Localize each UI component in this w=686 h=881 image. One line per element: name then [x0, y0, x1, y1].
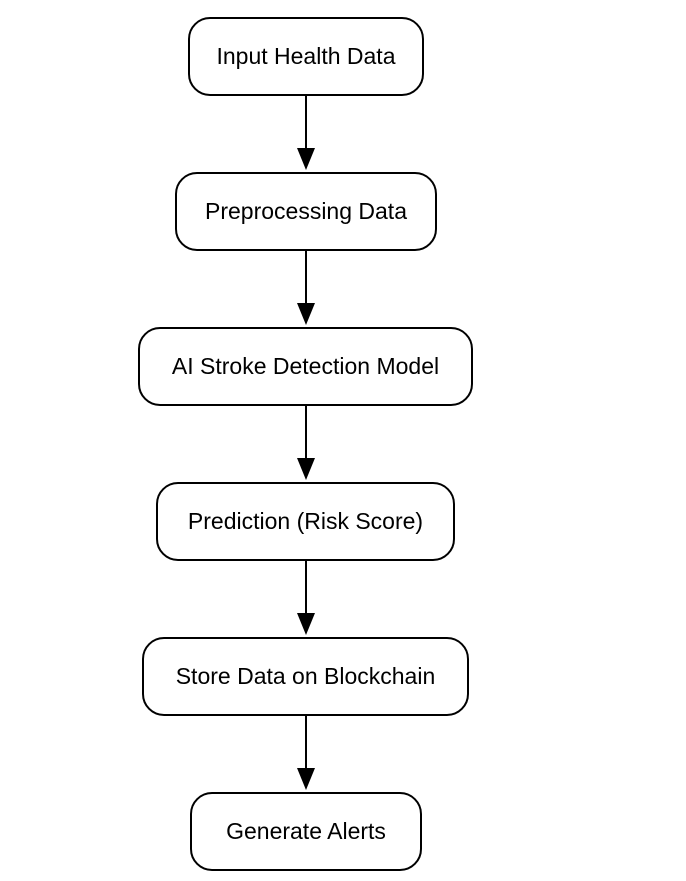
node-label: Prediction (Risk Score) [187, 508, 424, 534]
node-store-data-on-blockchain: Store Data on Blockchain [142, 637, 469, 716]
node-input-health-data: Input Health Data [188, 17, 424, 96]
node-prediction-risk-score: Prediction (Risk Score) [156, 482, 455, 561]
node-label: Input Health Data [216, 43, 396, 69]
arrow-preprocessing-to-model [297, 251, 315, 325]
arrow-model-to-prediction [297, 406, 315, 480]
arrow-prediction-to-blockchain [297, 561, 315, 635]
node-preprocessing-data: Preprocessing Data [175, 172, 437, 251]
arrow-blockchain-to-alerts [297, 716, 315, 790]
node-generate-alerts: Generate Alerts [190, 792, 422, 871]
node-ai-stroke-detection-model: AI Stroke Detection Model [138, 327, 473, 406]
node-label: AI Stroke Detection Model [171, 353, 440, 379]
node-label: Preprocessing Data [205, 198, 407, 224]
node-label: Store Data on Blockchain [175, 663, 436, 689]
node-label: Generate Alerts [226, 818, 386, 844]
arrow-input-to-preprocessing [297, 96, 315, 170]
